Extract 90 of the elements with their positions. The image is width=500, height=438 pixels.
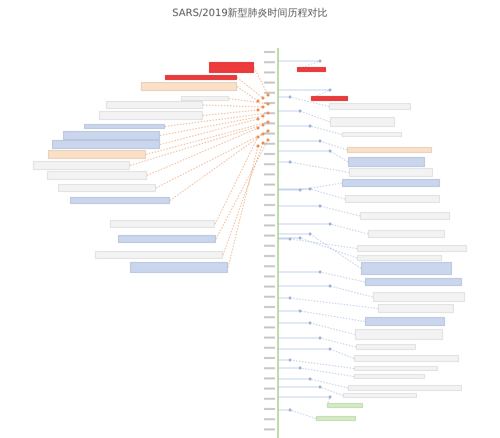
event-box [47, 171, 147, 180]
chart-title: SARS/2019新型肺炎时间历程对比 [171, 6, 329, 20]
event-box [355, 329, 443, 340]
event-box [99, 111, 203, 120]
leader-line [160, 118, 260, 145]
leader-line [160, 114, 264, 136]
event-box [356, 344, 416, 350]
event-box [342, 132, 402, 137]
leader-line [214, 136, 260, 224]
event-box [343, 393, 417, 398]
event-box [357, 245, 467, 252]
leader-line [298, 236, 358, 258]
leader-line [130, 124, 264, 166]
event-box [84, 124, 165, 129]
event-box [373, 292, 465, 302]
leader-line [328, 284, 374, 298]
leader-line [298, 366, 354, 377]
leader-line [236, 86, 260, 102]
leader-line [288, 160, 350, 173]
leader-line [216, 138, 270, 240]
leader-line [328, 348, 354, 359]
event-box [110, 220, 215, 228]
leader-line [318, 336, 356, 348]
event-box [95, 251, 223, 259]
event-box [360, 212, 450, 220]
event-box [118, 235, 216, 243]
event-box [48, 150, 146, 159]
event-box [209, 62, 254, 73]
event-box [327, 403, 363, 408]
event-box [63, 131, 160, 140]
event-box [342, 179, 440, 187]
leader-line [288, 408, 316, 419]
leader-line [318, 386, 344, 396]
event-box [165, 75, 237, 80]
leader-line [222, 142, 264, 256]
event-box [354, 355, 459, 362]
event-box [345, 195, 440, 203]
event-box [348, 385, 462, 391]
leader-line [308, 124, 342, 135]
leader-line [326, 396, 332, 406]
event-box [354, 374, 425, 379]
event-box [365, 278, 462, 286]
leader-line [318, 140, 348, 150]
event-box [349, 168, 433, 177]
leader-line [298, 110, 330, 122]
event-box [347, 147, 432, 153]
leader-line [288, 358, 354, 369]
event-box [361, 262, 452, 275]
leader-line [146, 120, 270, 155]
leader-line [318, 270, 366, 282]
leader-line [308, 232, 362, 269]
event-box [330, 117, 395, 127]
leader-line [202, 104, 264, 108]
event-box [33, 161, 130, 170]
leader-line [146, 126, 260, 176]
event-box [348, 157, 425, 167]
leader-line [288, 238, 358, 249]
leader-line [298, 182, 342, 192]
event-box [106, 101, 203, 109]
leader-line [328, 222, 368, 234]
leader-line [254, 67, 270, 96]
event-box [378, 304, 454, 313]
event-box [52, 140, 160, 149]
leader-line [170, 132, 264, 201]
leader-line [288, 96, 330, 107]
leader-line [236, 77, 264, 100]
event-box [357, 255, 442, 261]
leader-line [308, 378, 348, 388]
leader-line [298, 310, 366, 322]
leader-line [288, 296, 378, 309]
event-box [316, 416, 356, 421]
event-box [297, 67, 326, 72]
event-box [365, 317, 445, 326]
event-box [311, 96, 348, 101]
event-box [368, 230, 445, 238]
event-box [130, 262, 228, 273]
leader-line [156, 130, 270, 188]
event-box [181, 96, 229, 101]
event-box [354, 366, 438, 371]
leader-line [308, 322, 356, 335]
event-box [141, 82, 237, 91]
leader-line [328, 150, 348, 162]
leader-line [228, 98, 270, 106]
leader-line [202, 108, 260, 116]
event-box [329, 103, 411, 110]
leader-line [318, 204, 360, 216]
leader-line [308, 188, 346, 200]
event-box [70, 197, 170, 204]
event-box [58, 184, 156, 192]
leader-line [164, 112, 270, 127]
